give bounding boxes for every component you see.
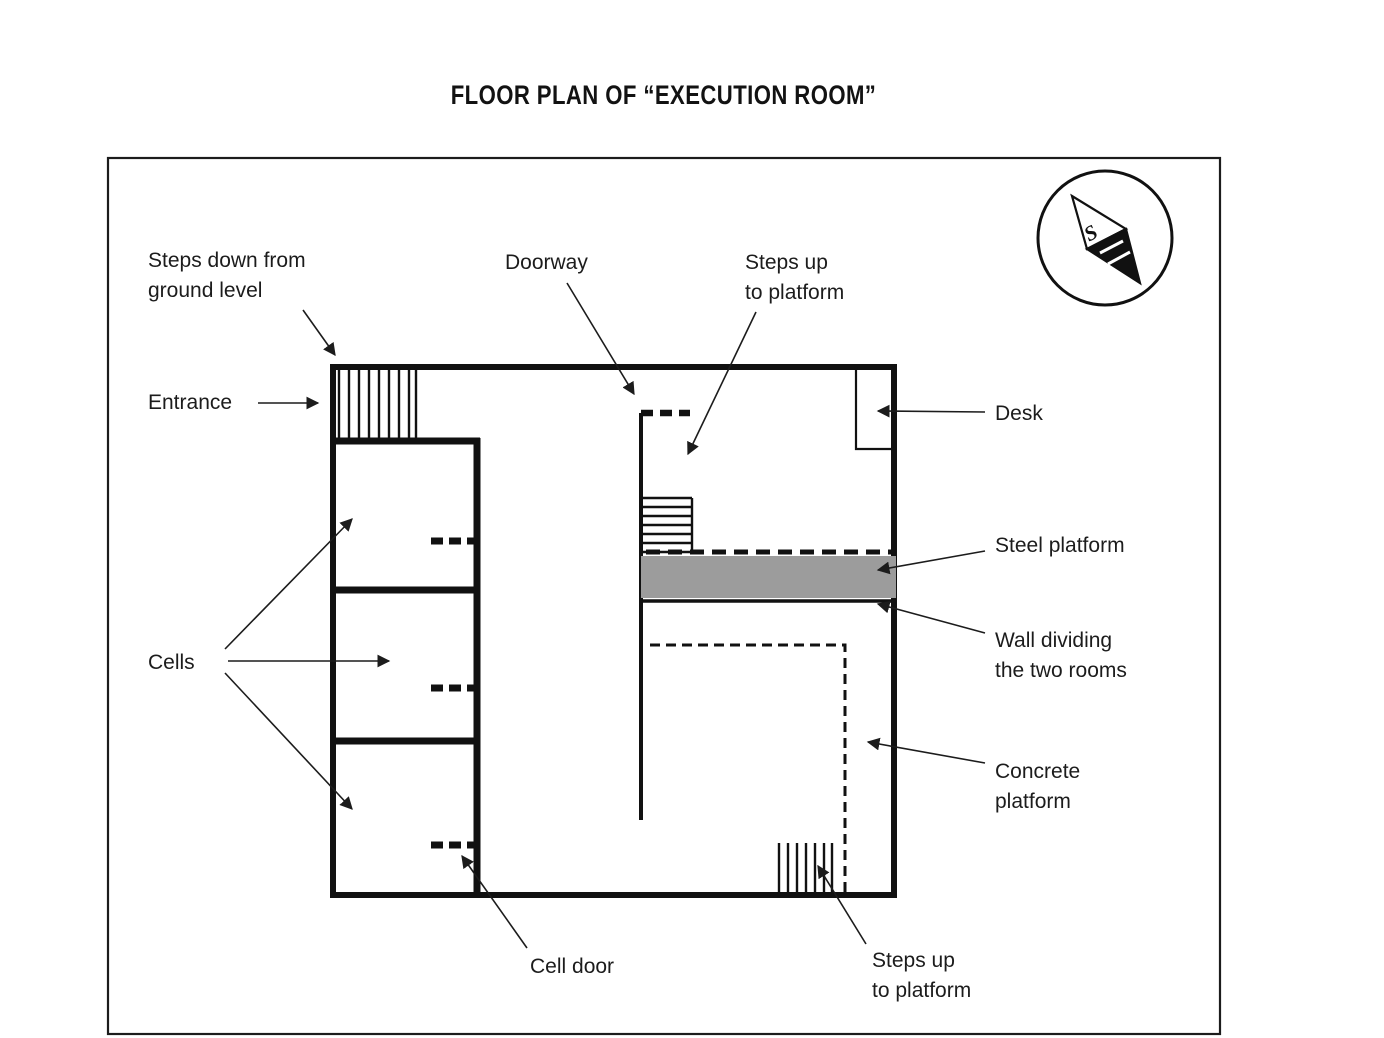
label-doorway: Doorway (505, 251, 588, 274)
desk (854, 367, 894, 451)
steps-bottom-right (777, 843, 834, 894)
arrow-concrete-platform (866, 737, 986, 764)
annotation-arrows (224, 282, 986, 949)
diagram-frame (106, 156, 1222, 1036)
arrow-cells-1 (224, 518, 353, 650)
label-entrance: Entrance (148, 391, 233, 414)
arrow-cells-3 (224, 672, 353, 810)
label-steps-up-top: Steps up to platform (745, 251, 845, 304)
steel-platform (641, 556, 896, 598)
page-title-text: FLOOR PLAN OF “EXECUTION ROOM” (450, 80, 877, 110)
label-steps-up-bottom: Steps up to platform (872, 949, 972, 1002)
arrow-wall-dividing (876, 600, 986, 634)
room-outline (330, 364, 897, 898)
arrow-steps-up-top (687, 311, 757, 456)
compass-icon: S (1036, 169, 1174, 307)
arrow-steps-up-bottom (817, 864, 867, 945)
page-title: FLOOR PLAN OF “EXECUTION ROOM” (107, 80, 1220, 111)
cell-doors (431, 537, 479, 849)
arrow-steps-down (302, 309, 336, 357)
arrow-desk (876, 404, 986, 418)
steps-middle (641, 496, 694, 554)
label-concrete-platform: Concrete platform (995, 760, 1081, 813)
label-steel-platform: Steel platform (995, 534, 1125, 557)
arrow-doorway (566, 282, 635, 396)
label-cells: Cells (148, 651, 195, 674)
label-cell-door: Cell door (530, 955, 615, 978)
label-desk: Desk (995, 402, 1043, 425)
cell-walls (330, 437, 481, 894)
steps-top-left (337, 367, 418, 438)
arrow-cell-door (461, 854, 528, 949)
label-wall-dividing: Wall dividing the two rooms (995, 629, 1127, 682)
arrow-steel-platform (876, 550, 986, 575)
label-steps-down: Steps down from ground level (148, 249, 306, 302)
concrete-platform-outline (650, 643, 847, 893)
